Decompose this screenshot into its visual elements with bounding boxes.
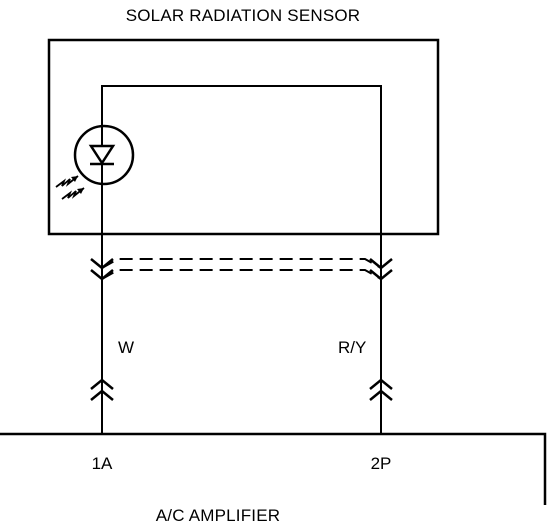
amplifier-outline xyxy=(0,432,547,505)
amplifier-title: A/C AMPLIFIER xyxy=(156,506,280,525)
pin-label-1a: 1A xyxy=(92,454,113,473)
photodiode-icon xyxy=(73,124,135,186)
connector-lower-right-icon xyxy=(369,378,393,401)
wire-shield xyxy=(101,258,382,280)
wire-color-label-r-y: R/Y xyxy=(338,338,366,357)
sensor-title: SOLAR RADIATION SENSOR xyxy=(126,6,361,25)
sensor-housing xyxy=(47,38,440,236)
pin-label-2p: 2P xyxy=(371,454,392,473)
connector-lower-left-icon xyxy=(90,378,114,401)
wire-color-label-w: W xyxy=(118,338,134,357)
internal-loop-wire xyxy=(101,85,382,236)
light-rays-icon xyxy=(55,175,85,200)
